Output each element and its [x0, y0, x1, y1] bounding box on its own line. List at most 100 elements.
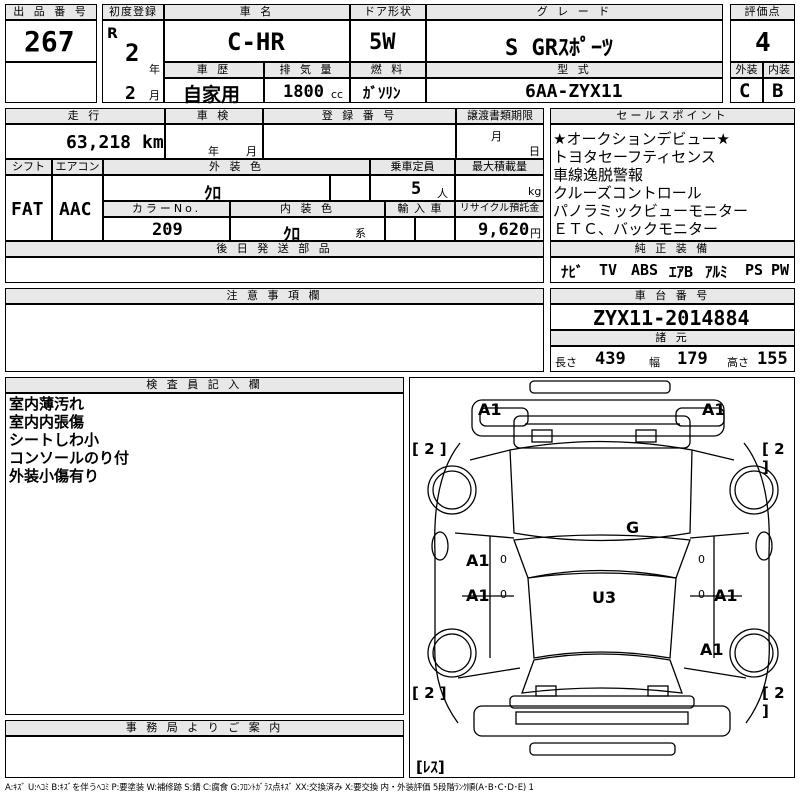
sales-point-item: 車線逸脱警報: [553, 166, 644, 184]
shift-cell: FAT: [5, 175, 52, 241]
equipment-item: ｴｱB: [669, 263, 694, 281]
interior-header: 内装: [763, 62, 795, 78]
equipment-item: ﾅﾋﾞ: [561, 263, 584, 281]
interior-cell: B: [763, 78, 795, 103]
damage-mark: A1: [466, 551, 490, 570]
ac-header: エアコン: [52, 159, 103, 175]
capacity: 5: [411, 179, 422, 199]
ext-color-cell: ｸﾛ: [103, 175, 330, 204]
tire-mark: [ 2 ]: [412, 440, 447, 458]
door-header: ドア形状: [350, 4, 426, 20]
mileage-cell: 63,218 km: [5, 124, 165, 159]
ac: AAC: [59, 199, 92, 220]
recycle-cell: 9,620 円: [455, 217, 544, 241]
grade: S GRｽﾎﾟｰﾂ: [505, 36, 613, 61]
exterior-cell: C: [730, 78, 763, 103]
exterior-header: 外装: [730, 62, 763, 78]
height-value: 155: [757, 349, 788, 369]
zero-mark: 0: [500, 588, 507, 601]
sales-points-cell: ★オークションデビュー★ トヨタセーフティセンス 車線逸脱警報 クルーズコントロ…: [550, 124, 795, 241]
history-cell: 自家用: [164, 78, 264, 106]
damage-mark: A1: [700, 640, 724, 659]
lot-no: 267: [24, 25, 75, 58]
shift-header: シフト: [5, 159, 52, 175]
color-no-cell: 209: [103, 217, 230, 241]
color-no: 209: [152, 220, 183, 240]
recycle: 9,620: [478, 220, 530, 240]
grade-header: グ レ ー ド: [426, 4, 723, 20]
lot-no-header: 出 品 番 号: [5, 4, 97, 20]
lot-no-cell: 267: [5, 20, 97, 62]
later-parts-header: 後 日 発 送 部 品: [5, 241, 544, 257]
score: 4: [755, 28, 771, 58]
notes-cell: [5, 304, 544, 372]
era: R: [107, 26, 118, 42]
later-parts-cell: [5, 257, 544, 283]
zero-mark: 0: [698, 588, 705, 601]
fuel-cell: ｶﾞｿﾘﾝ: [350, 78, 426, 103]
inspector-line: 室内内張傷: [9, 413, 85, 431]
res-mark: [ﾚｽ]: [416, 758, 445, 776]
ext-color-blank: [330, 175, 370, 201]
car-outline: [427, 380, 779, 756]
damage-mark: A1: [466, 586, 490, 605]
int-color-cell: ｸﾛ 系: [230, 217, 385, 245]
sales-point-item: パノラミックビューモニター: [553, 202, 749, 220]
reg-no-cell: [263, 124, 456, 159]
fuel-header: 燃 料: [350, 62, 426, 78]
grade-cell: S GRｽﾎﾟｰﾂ: [426, 20, 723, 62]
fuel: ｶﾞｿﾘﾝ: [363, 84, 401, 102]
inspector-notes: 室内薄汚れ 室内内張傷 シートしわ小 コンソールのり付 外装小傷有り: [5, 393, 404, 715]
notes-header: 注 意 事 項 欄: [5, 288, 544, 304]
shift: FAT: [11, 199, 44, 220]
lot-no-blank: [5, 62, 97, 103]
import-header: 輸 入 車: [385, 201, 455, 217]
inspector-header: 検 査 員 記 入 欄: [5, 377, 404, 393]
first-reg-cell: R 2 年 2 月: [102, 20, 164, 104]
recycle-unit: 円: [530, 227, 541, 240]
length-label: 長さ: [555, 356, 577, 369]
inspection-header: 車 検: [165, 108, 263, 124]
tire-mark: [ 2 ]: [762, 684, 785, 720]
displacement-header: 排 気 量: [264, 62, 350, 78]
equipment-item: PW: [771, 261, 790, 279]
mileage: 63,218: [66, 132, 132, 153]
height-label: 高さ: [727, 356, 749, 369]
length-value: 439: [595, 349, 626, 369]
sales-point-item: ★オークションデビュー★: [553, 130, 730, 148]
sales-point-item: ＥＴＣ、バックモニター: [553, 220, 719, 238]
max-load-header: 最大積載量: [455, 159, 544, 175]
equipment-item: ｱﾙﾐ: [705, 263, 728, 281]
capacity-unit: 人: [437, 187, 448, 200]
inspector-line: 室内薄汚れ: [9, 395, 85, 413]
insp-year-unit: 年: [208, 145, 219, 158]
mileage-header: 走 行: [5, 108, 165, 124]
displacement-cell: 1800 cc: [264, 78, 350, 103]
damage-mark: G: [626, 518, 640, 537]
int-color: ｸﾛ: [283, 225, 300, 245]
sales-point-item: トヨタセーフティセンス: [553, 148, 716, 166]
max-load-cell: kg: [455, 175, 544, 201]
car-name-cell: C-HR: [164, 20, 350, 62]
inspector-line: 外装小傷有り: [9, 467, 100, 485]
model: 6AA-ZYX11: [525, 81, 623, 102]
sales-point-item: クルーズコントロール: [553, 184, 702, 202]
mileage-unit: km: [142, 132, 164, 153]
model-cell: 6AA-ZYX11: [426, 78, 723, 103]
history-header: 車 歴: [164, 62, 264, 78]
inspector-line: シートしわ小: [9, 431, 100, 449]
tire-mark: [ 2 ]: [762, 440, 785, 476]
transfer-cell: 月 日: [456, 124, 544, 159]
reg-month: 2: [125, 83, 136, 104]
chassis-cell: ZYX11-2014884: [550, 304, 795, 330]
chassis-header: 車 台 番 号: [550, 288, 795, 304]
car-diagram: A1 A1 A1 A1 A1 A1 G U3 [ 2 ] [ 2 ] [ 2 ]…: [409, 377, 795, 778]
int-color-unit: 系: [355, 227, 366, 240]
int-color-header: 内 装 色: [230, 201, 385, 217]
car-name: C-HR: [227, 28, 285, 56]
car-name-header: 車 名: [164, 4, 350, 20]
equipment-cell: ﾅﾋﾞ TV ABS ｴｱB ｱﾙﾐ PS PW: [550, 257, 795, 283]
displacement: 1800: [283, 82, 324, 102]
first-reg-header: 初度登録: [102, 4, 164, 20]
insp-month-unit: 月: [246, 145, 257, 158]
